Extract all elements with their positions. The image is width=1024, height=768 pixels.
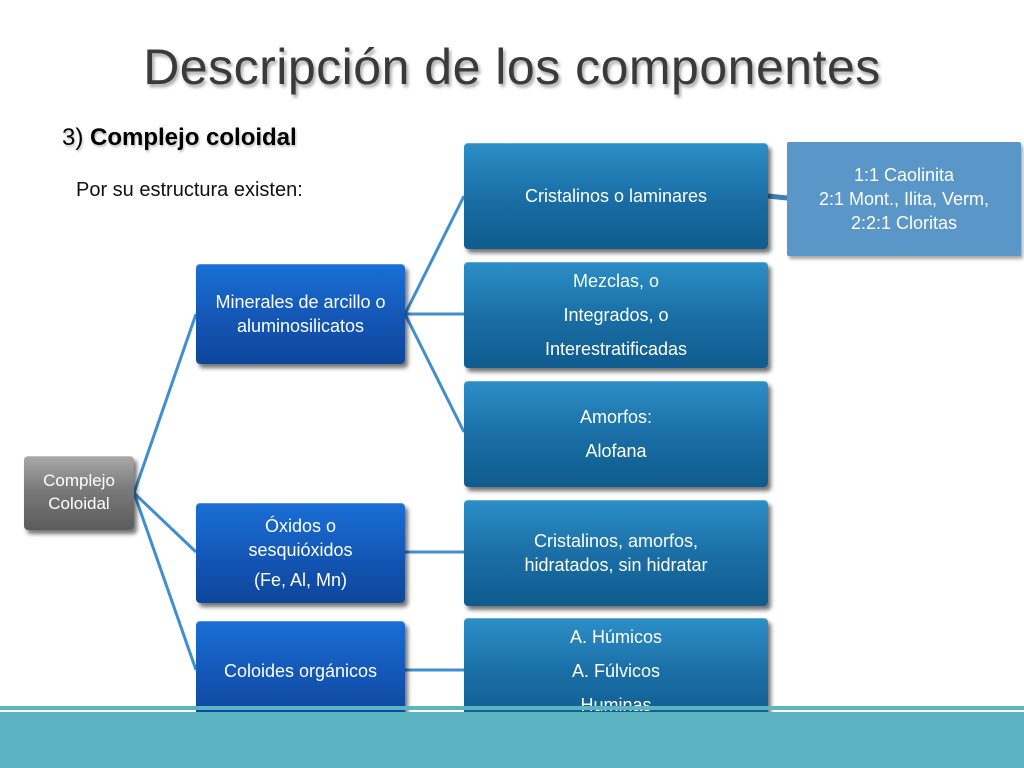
- section-subtitle: 3) Complejo coloidal: [62, 124, 297, 152]
- note-text: 2:2:1 Cloritas: [850, 213, 958, 234]
- node-text: A. Fúlvicos: [571, 660, 661, 681]
- node-text: sesquióxidos: [248, 539, 353, 560]
- node-amorfos: Amorfos: Alofana: [464, 381, 768, 487]
- node-text: A. Húmicos: [569, 626, 663, 647]
- node-text: Coloides orgánicos: [223, 660, 378, 681]
- node-oxidos: Óxidos o sesquióxidos (Fe, Al, Mn): [196, 503, 405, 603]
- node-text: Interestratificadas: [544, 339, 688, 360]
- connector-root-organicos: [132, 492, 198, 671]
- footer-accent-line: [0, 706, 1024, 710]
- node-coloides-organicos: Coloides orgánicos: [196, 621, 405, 721]
- node-text: hidratados, sin hidratar: [524, 555, 708, 575]
- connector-root-oxidos: [132, 491, 198, 554]
- note-text: 2:1 Mont., Ilita, Verm,: [818, 188, 990, 209]
- node-text: Huminas: [580, 693, 651, 717]
- node-cristalinos-laminares: Cristalinos o laminares: [464, 143, 768, 249]
- subtitle-text: Complejo coloidal: [90, 124, 297, 151]
- page-title: Descripción de los componentes: [143, 39, 881, 95]
- intro-text: Por su estructura existen:: [76, 179, 303, 201]
- node-text: Integrados, o: [563, 304, 669, 325]
- connector-minerales-amorfos: [403, 313, 466, 433]
- node-text: Cristalinos, amorfos,: [533, 530, 699, 551]
- node-text: Óxidos o: [264, 515, 337, 536]
- node-text: aluminosilicatos: [236, 316, 365, 336]
- node-text: Alofana: [585, 441, 647, 461]
- node-text: (Fe, Al, Mn): [253, 570, 347, 591]
- node-complejo-coloidal: Complejo Coloidal: [24, 456, 134, 530]
- node-text: Minerales de arcillo o: [215, 291, 386, 312]
- connector-cristalinos-note: [767, 193, 788, 201]
- note-tipos-arcillas: 1:1 Caolinita 2:1 Mont., Ilita, Verm, 2:…: [787, 142, 1021, 256]
- node-text: Amorfos:: [579, 406, 653, 427]
- node-mezclas: Mezclas, o Integrados, o Interestratific…: [464, 262, 768, 368]
- subtitle-number: 3): [62, 124, 84, 151]
- footer-bar: [0, 712, 1024, 768]
- note-text: 1:1 Caolinita: [853, 164, 955, 185]
- node-text: Coloidal: [48, 494, 110, 513]
- connector-minerales-cristalinos: [403, 195, 466, 315]
- connector-root-minerales: [132, 313, 198, 494]
- node-minerales-arcilla: Minerales de arcillo o aluminosilicatos: [196, 264, 405, 364]
- node-oxidos-tipos: Cristalinos, amorfos, hidratados, sin hi…: [464, 500, 768, 606]
- node-text: Cristalinos o laminares: [524, 185, 708, 206]
- connector-group: [132, 193, 788, 672]
- node-text: Mezclas, o: [572, 270, 660, 291]
- node-text: Complejo: [43, 471, 115, 491]
